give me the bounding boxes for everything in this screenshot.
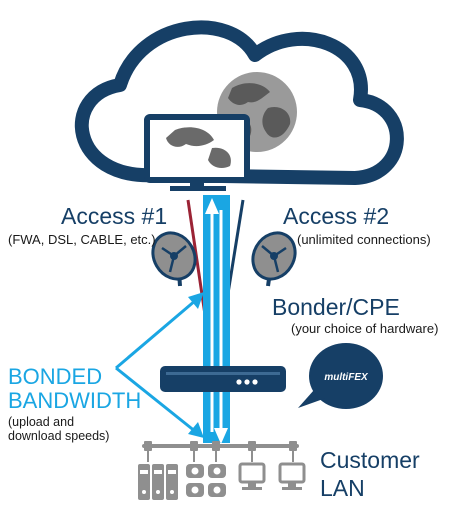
monitor-icon bbox=[144, 114, 250, 191]
access1-title: Access #1 bbox=[61, 203, 168, 229]
dish-access2-icon bbox=[251, 231, 297, 287]
access2-title: Access #2 bbox=[283, 203, 390, 229]
computer-icons bbox=[238, 462, 306, 490]
bonded-line1: BONDED bbox=[8, 364, 103, 389]
customer-line1: Customer bbox=[320, 447, 420, 473]
bonded-note2: download speeds) bbox=[8, 429, 110, 443]
server-icons bbox=[138, 464, 178, 500]
bonded-line2: BANDWIDTH bbox=[8, 388, 142, 413]
bonded-arrows bbox=[115, 298, 197, 434]
brand-logo-bubble: multiFEX bbox=[298, 343, 383, 409]
phone-icons bbox=[186, 464, 226, 497]
bonded-pipe bbox=[203, 195, 230, 444]
bonder-device-icon bbox=[160, 366, 286, 392]
bonder-title: Bonder/CPE bbox=[272, 294, 400, 320]
access1-subtitle: (FWA, DSL, CABLE, etc.) bbox=[8, 232, 156, 247]
lan-bar bbox=[142, 441, 299, 462]
arrow-up-head bbox=[188, 292, 204, 309]
access2-subtitle: (unlimited connections) bbox=[297, 232, 431, 247]
arrow-down-head bbox=[188, 422, 204, 438]
bonded-note1: (upload and bbox=[8, 415, 75, 429]
bonder-subtitle: (your choice of hardware) bbox=[291, 321, 439, 336]
dish-access1-icon bbox=[151, 231, 197, 287]
logo-text: multiFEX bbox=[324, 372, 369, 383]
customer-line2: LAN bbox=[320, 475, 365, 501]
